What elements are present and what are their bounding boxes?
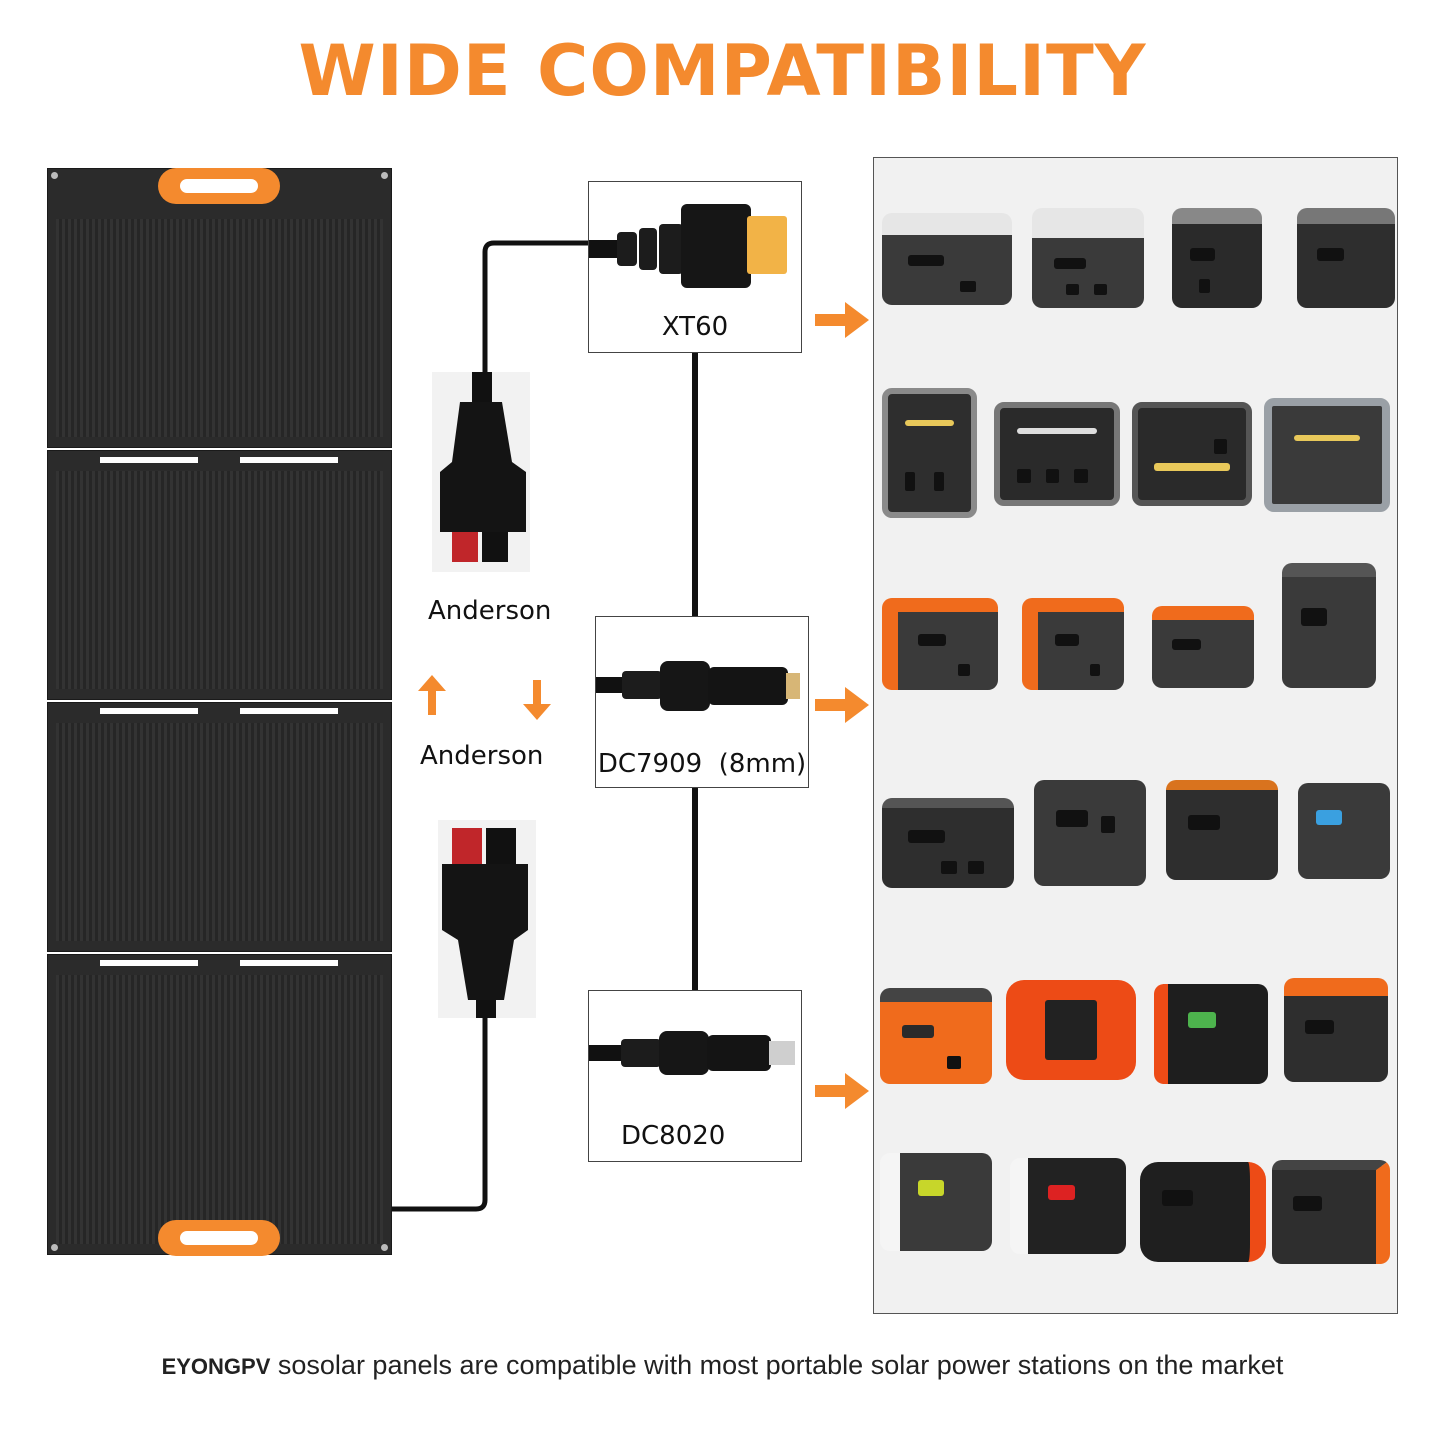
anderson-plug-bottom-image: [438, 820, 536, 1018]
dc8020-plug-icon: [589, 1031, 795, 1075]
dc8020-connector-box: DC8020: [588, 990, 802, 1162]
brand-name: EYONGPV: [161, 1354, 271, 1379]
hinge-mark: [240, 708, 338, 714]
carry-handle-bottom: [158, 1220, 280, 1256]
power-station-image: [1172, 208, 1262, 308]
anderson-label-mid: Anderson: [420, 741, 544, 771]
hinge-mark: [100, 457, 198, 463]
arrow-right-icon: [815, 302, 869, 338]
screw: [381, 1244, 388, 1251]
dc7909-label: DC7909 (8mm): [597, 749, 807, 779]
power-station-image: [1006, 980, 1136, 1080]
anderson-label-top: Anderson: [428, 596, 552, 626]
dc7909-plug-icon: [596, 661, 800, 711]
power-station-image: [1298, 783, 1390, 879]
arrow-right-icon: [815, 687, 869, 723]
power-station-image: [1282, 563, 1376, 688]
panel-section-1: [47, 168, 392, 448]
screw: [51, 1244, 58, 1251]
power-station-image: [882, 798, 1014, 888]
anderson-plug-icon: [442, 828, 528, 1018]
screw: [51, 172, 58, 179]
arrow-up-icon: [418, 675, 446, 715]
power-station-image: [1010, 1158, 1126, 1254]
power-station-image: [1264, 398, 1390, 512]
power-station-image: [1166, 780, 1278, 880]
power-station-image: [994, 402, 1120, 506]
hinge-mark: [100, 708, 198, 714]
power-station-image: [1284, 978, 1388, 1082]
dc8020-label: DC8020: [621, 1121, 726, 1151]
power-station-image: [880, 988, 992, 1084]
power-station-image: [1152, 606, 1254, 688]
power-station-image: [880, 1153, 992, 1251]
xt60-plug-icon: [589, 204, 787, 288]
xt60-connector-box: XT60: [588, 181, 802, 353]
panel-section-3: [47, 702, 392, 952]
page-title: WIDE COMPATIBILITY: [298, 30, 1147, 112]
hinge-mark: [100, 960, 198, 966]
compatible-devices-panel: [873, 157, 1398, 1314]
power-station-image: [882, 213, 1012, 305]
power-station-image: [882, 598, 998, 690]
power-station-image: [1032, 208, 1144, 308]
anderson-plug-top-image: [432, 372, 530, 572]
power-station-image: [882, 388, 977, 518]
power-station-image: [1034, 780, 1146, 886]
power-station-image: [1272, 1160, 1390, 1264]
power-station-image: [1132, 402, 1252, 506]
dc7909-connector-box: DC7909 (8mm): [595, 616, 809, 788]
hinge-mark: [240, 457, 338, 463]
power-station-image: [1154, 984, 1268, 1084]
hinge-mark: [240, 960, 338, 966]
power-station-image: [1022, 598, 1124, 690]
xt60-label: XT60: [661, 312, 729, 342]
anderson-plug-icon: [440, 372, 526, 562]
arrow-right-icon: [815, 1073, 869, 1109]
screw: [381, 172, 388, 179]
arrow-down-icon: [523, 680, 551, 720]
solar-panel-image: [47, 168, 392, 1256]
carry-handle-top: [158, 168, 280, 204]
panel-section-2: [47, 450, 392, 700]
footer-caption: EYONGPV sosolar panels are compatible wi…: [0, 1350, 1445, 1381]
power-station-image: [1297, 208, 1395, 308]
footer-text: sosolar panels are compatible with most …: [270, 1350, 1284, 1380]
power-station-image: [1140, 1162, 1266, 1262]
